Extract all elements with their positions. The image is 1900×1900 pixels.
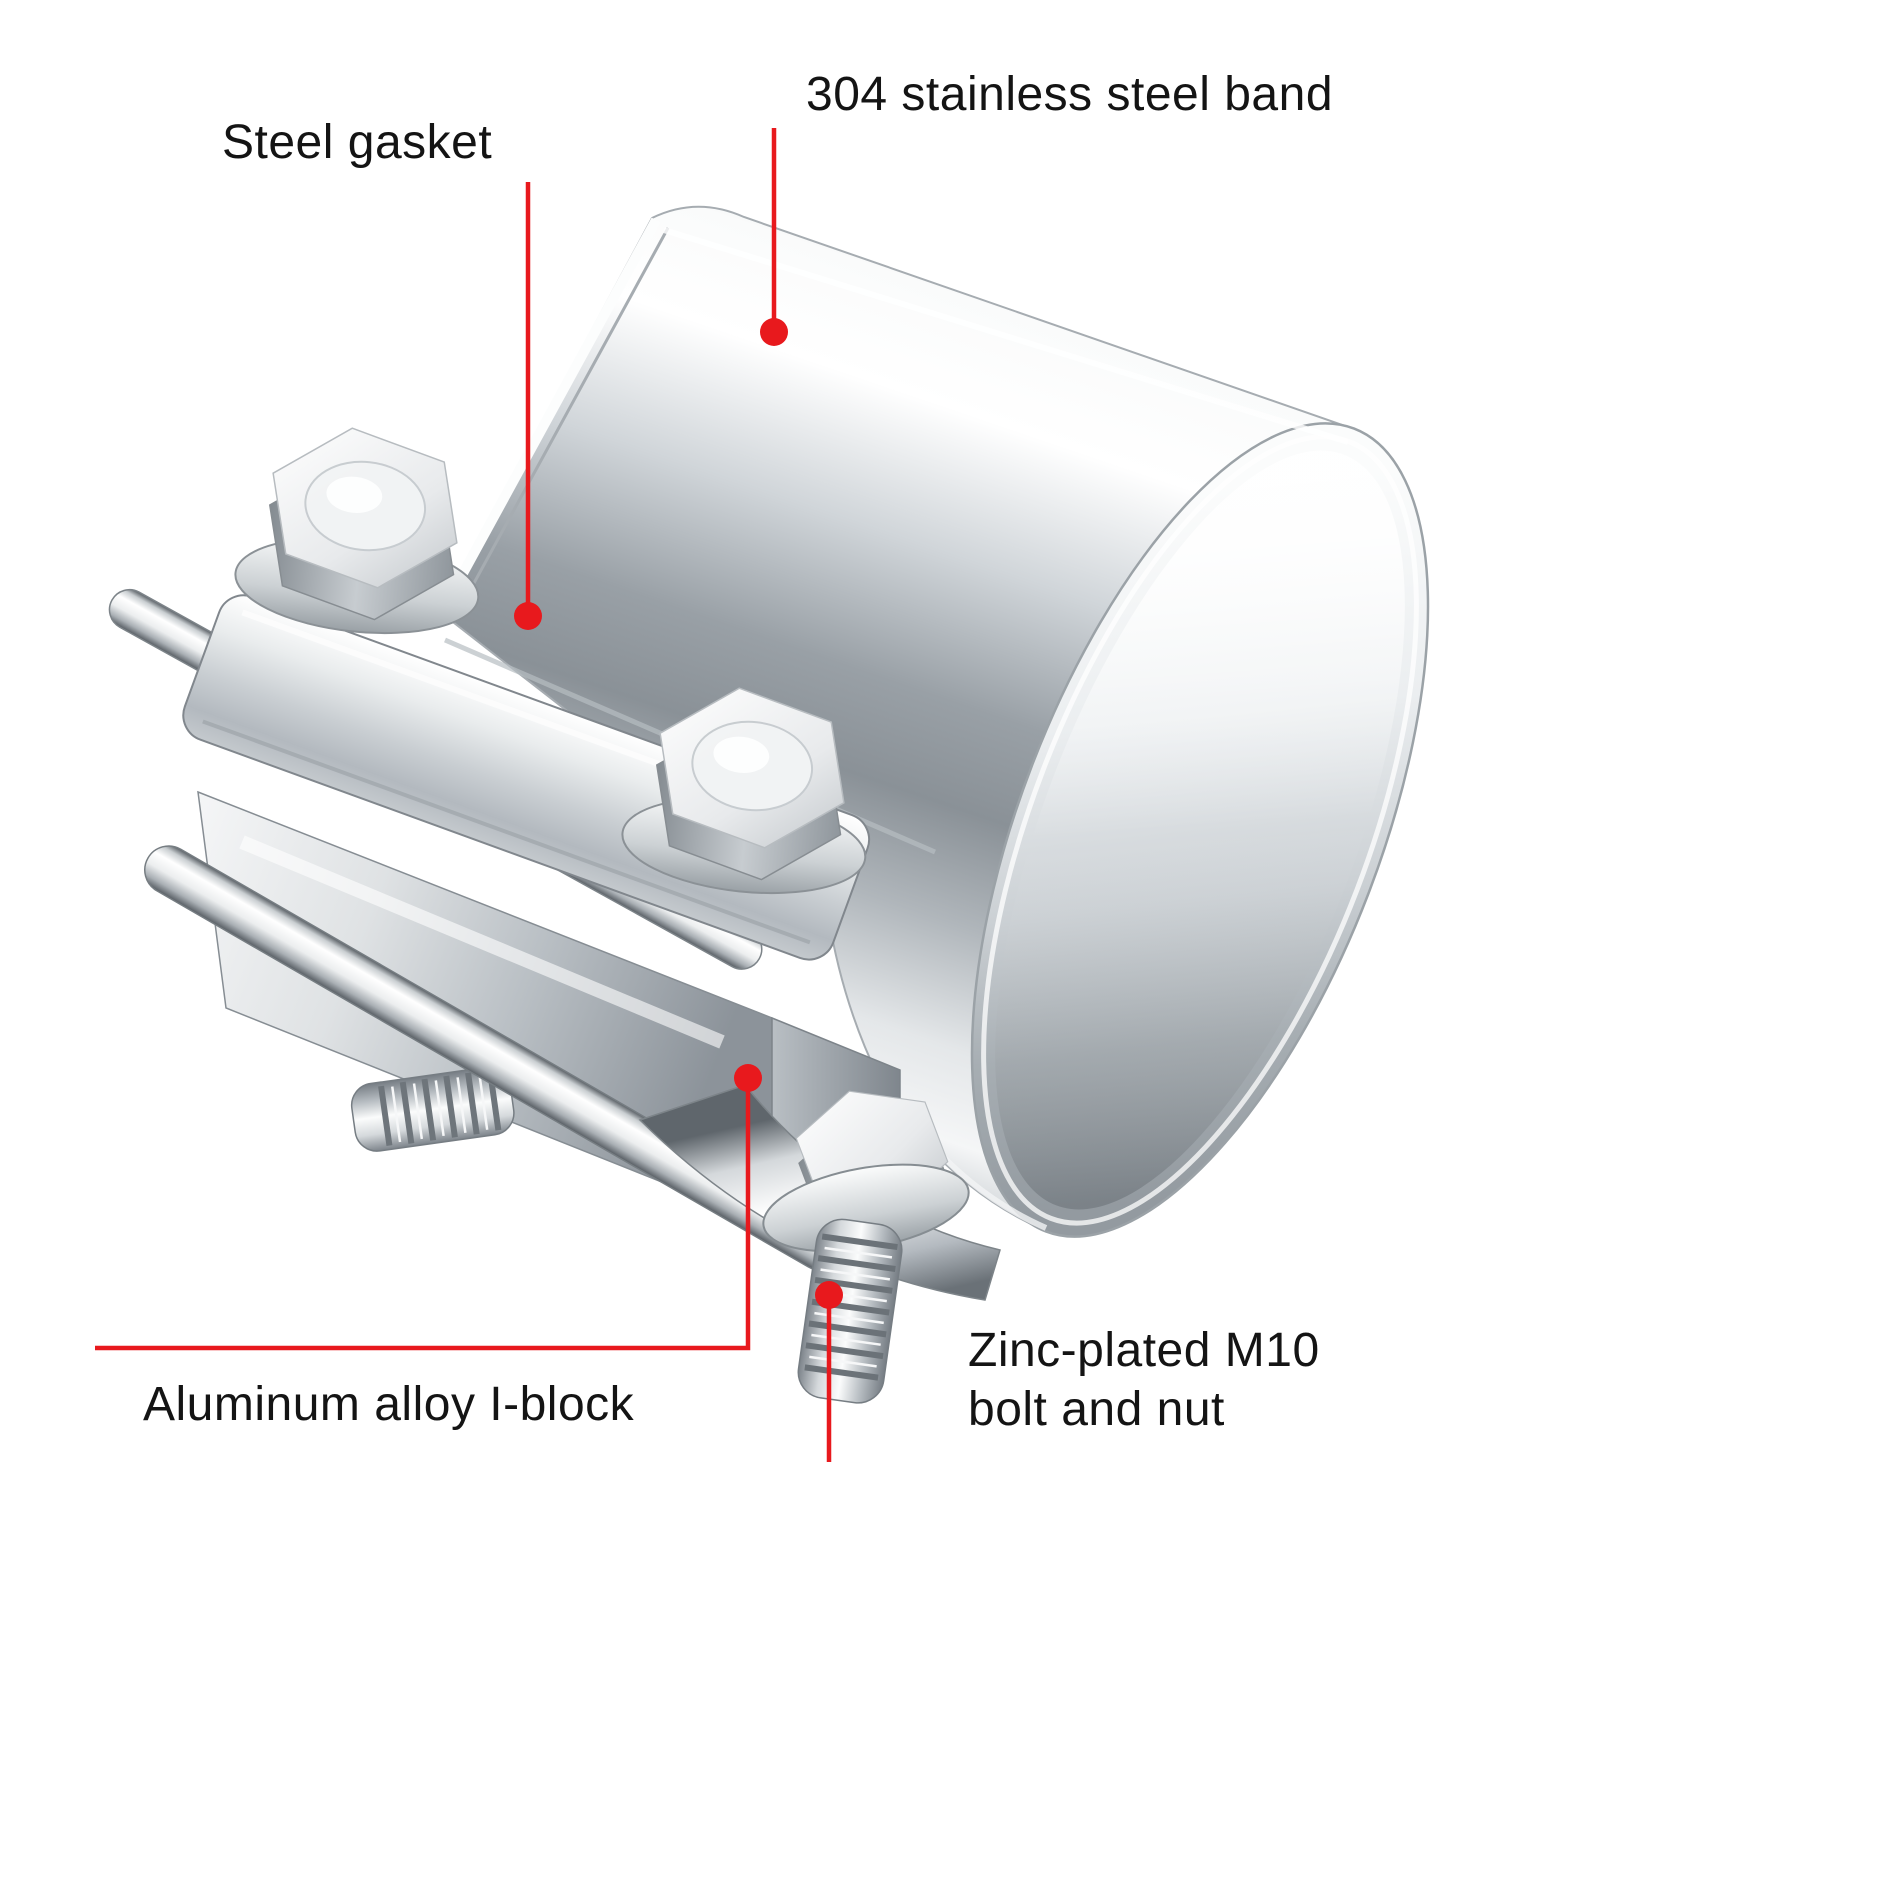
callout-dot-band — [760, 318, 788, 346]
callout-gasket — [514, 182, 542, 630]
band-top-edge-highlight — [663, 227, 1349, 445]
callout-band — [760, 128, 788, 346]
band-end-rim-highlight — [981, 434, 1419, 1226]
band-304-stainless — [438, 205, 1430, 1238]
label-steel-gasket: Steel gasket — [222, 116, 493, 169]
label-stainless-band: 304 stainless steel band — [806, 68, 1334, 121]
callout-iblock — [95, 1064, 762, 1351]
label-zinc-bolt: Zinc-plated M10 bolt and nut — [968, 1322, 1320, 1439]
callout-dot-iblock — [734, 1064, 762, 1092]
band-left-edge-highlight — [439, 217, 661, 611]
callout-line-iblock — [95, 1078, 751, 1351]
callout-dot-bolt — [815, 1281, 843, 1309]
callout-bolt — [815, 1281, 843, 1462]
callout-dot-gasket — [514, 602, 542, 630]
band-end-shade — [995, 450, 1405, 1210]
bolt-stud-left — [350, 1066, 515, 1152]
label-zinc-bolt-line1: Zinc-plated M10 — [968, 1324, 1320, 1377]
hex-bolt-front — [229, 416, 496, 646]
label-zinc-bolt-line2: bolt and nut — [968, 1382, 1225, 1436]
i-block-highlight — [239, 835, 725, 1049]
band-left-edge-shadow — [454, 227, 670, 617]
label-aluminum-iblock: Aluminum alloy I-block — [143, 1378, 635, 1431]
